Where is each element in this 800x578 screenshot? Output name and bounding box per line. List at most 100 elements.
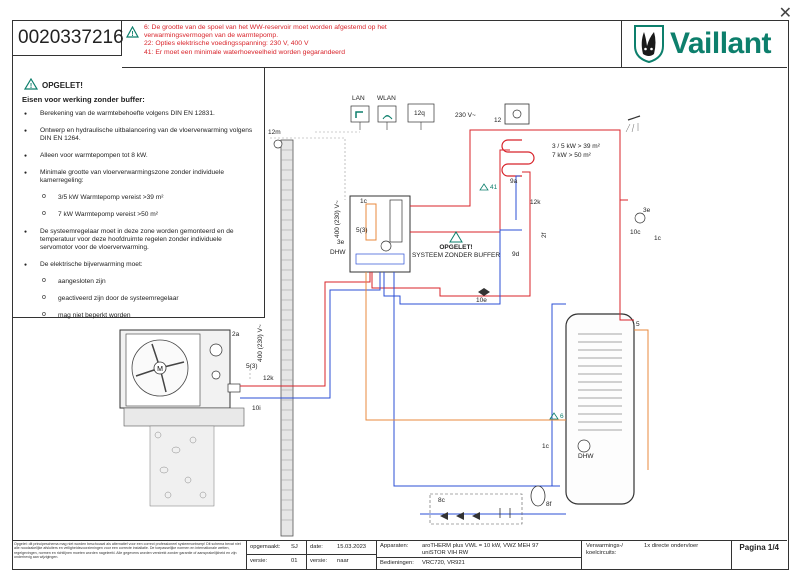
warning-note-22: 22: Opties elektrische voedingsspanning:…: [144, 40, 309, 48]
building-wall: [280, 139, 294, 537]
9d-label: 9d: [512, 251, 520, 258]
warn-6-label: 6: [560, 413, 564, 420]
circuits-label-2: koelcircuits:: [586, 550, 617, 556]
version-value: 01: [291, 558, 298, 564]
dhw-tank-label: DHW: [578, 453, 594, 460]
12-label: 12: [494, 117, 502, 124]
disclaimer: Opgelet: dit principeschema mag niet wor…: [14, 542, 241, 559]
12m-label: 12m: [268, 129, 281, 136]
list-subitem: 3/5 kW Warmtepomp vereist >39 m²: [18, 193, 254, 202]
author-cell: opgemaakt: SJ versie: 01: [247, 541, 307, 569]
9a-label: 9a: [510, 178, 518, 185]
author-label: opgemaakt:: [250, 544, 281, 550]
devices-cell: Apparaten: aroTHERM plus VWL = 10 kW, VW…: [377, 541, 582, 569]
document-number: 0020337216: [12, 20, 124, 56]
svg-text:M: M: [157, 366, 163, 373]
opgelet-subtitle: SYSTEEM ZONDER BUFFER: [412, 252, 500, 259]
warning-note-6-cont: verwarmingsvermogen van de warmtepomp.: [144, 32, 279, 40]
3e-right-label: 3e: [643, 207, 651, 214]
devices-label: Apparaten:: [380, 543, 409, 549]
list-subitem: geactiveerd zijn door de systeemregelaar: [18, 294, 254, 303]
warn-41-label: 41: [490, 184, 498, 191]
10i-label: 10i: [252, 405, 261, 412]
warning-notes: 6: De grootte van de spoel van het WW-re…: [144, 24, 387, 57]
indoor-hydraulic-station: [349, 195, 411, 273]
5-label: 5: [636, 321, 640, 328]
53-unit-label: 5(3): [246, 363, 258, 370]
1c-label: 1c: [360, 198, 368, 205]
page-cell: Pagina 1/4: [732, 541, 787, 569]
date-value: 15.03.2023: [337, 544, 367, 550]
10c-label: 10c: [630, 229, 641, 236]
devices-value-1: aroTHERM plus VWL = 10 kW, VWZ MEH 97: [422, 543, 539, 549]
12k-unit-label: 12k: [263, 375, 274, 382]
panel-subtitle: Eisen voor werking zonder buffer:: [22, 95, 145, 104]
10e-label: 10e: [476, 297, 487, 304]
status-label: versie:: [310, 558, 328, 564]
1c-tank-label: 1c: [542, 443, 550, 450]
warning-triangle-icon: !: [24, 78, 38, 90]
date-cell: date: 15.03.2023 versie: naar: [307, 541, 377, 569]
8f-label: 8f: [546, 501, 552, 508]
flow-pipes: [240, 129, 634, 387]
close-icon[interactable]: ✕: [778, 5, 792, 22]
circuits-label: Verwarmings-/: [586, 543, 624, 549]
panel-title: OPGELET!: [42, 81, 83, 90]
author-value: SJ: [291, 544, 298, 550]
ground-foundation: [123, 407, 245, 507]
53-label: 5(3): [356, 227, 368, 234]
brand-logo: Vaillant: [622, 20, 787, 68]
page-number: Pagina 1/4: [739, 543, 779, 552]
list-item: De systeemregelaar moet in deze zone wor…: [18, 228, 254, 252]
sensor-12m: [273, 139, 283, 149]
brand-name: Vaillant: [670, 27, 772, 60]
date-label: date:: [310, 544, 323, 550]
list-subitem: aangesloten zijn: [18, 277, 254, 286]
list-subitem: mag niet beperkt worden: [18, 311, 254, 320]
circuits-value: 1x directe ondervloer: [644, 543, 699, 549]
dhw-label: DHW: [330, 249, 346, 256]
svg-text:!: !: [30, 83, 32, 90]
power-400-top-label: 400 (230) V~: [334, 200, 341, 238]
title-block: Opgelet: dit principeschema mag niet wor…: [12, 540, 787, 569]
lan-label: LAN: [352, 95, 365, 102]
outdoor-heat-pump: M: [119, 329, 241, 409]
warning-note-6: 6: De grootte van de spoel van het WW-re…: [144, 24, 387, 31]
safety-group: [429, 493, 523, 525]
warning-header: ! 6: De grootte van de spoel van het WW-…: [122, 20, 622, 68]
1c-right-label: 1c: [654, 235, 662, 242]
zone-text-1: 3 / 5 kW > 39 m²: [552, 143, 601, 150]
network-devices: [350, 103, 530, 130]
3e-label: 3e: [337, 239, 345, 246]
list-item: Alleen voor warmtepompen tot 8 kW.: [18, 152, 254, 160]
dhw-pipes: [365, 272, 649, 470]
wlan-label: WLAN: [377, 95, 396, 102]
mixer-10c: [634, 212, 646, 224]
status-value: naar: [337, 558, 349, 564]
dhw-storage-tank: [565, 313, 635, 505]
circuits-cell: Verwarmings-/ koelcircuits: 1x directe o…: [582, 541, 732, 569]
list-item: De elektrische bijverwarming moet:: [18, 261, 254, 269]
svg-text:!: !: [131, 31, 133, 38]
power-230-label: 230 V~: [455, 112, 476, 119]
warning-triangle-icon: !: [126, 26, 139, 38]
controls-label: Bedieningen:: [380, 560, 414, 566]
list-item: Berekening van de warmtebehoefte volgens…: [18, 110, 254, 118]
hare-logo-icon: [634, 25, 664, 64]
12k-label: 12k: [530, 199, 541, 206]
disclaimer-cell: Opgelet: dit principeschema mag niet wor…: [12, 541, 247, 569]
list-subitem: 7 kW Warmtepomp vereist >50 m²: [18, 210, 254, 219]
2f-label: 2f: [541, 232, 548, 238]
list-item: Ontwerp en hydraulische uitbalancering v…: [18, 127, 254, 143]
warning-triangle-icon: [449, 183, 559, 420]
requirements-panel: ! OPGELET! Eisen voor werking zonder buf…: [12, 68, 265, 319]
2a-label: 2a: [232, 331, 240, 338]
list-item: Minimale grootte van vloerverwarmingszon…: [18, 169, 254, 185]
requirements-list: Berekening van de warmtebehoefte volgens…: [18, 110, 254, 329]
valve-10e: [478, 288, 490, 296]
signal-lines: [249, 131, 360, 380]
opgelet-title: OPGELET!: [439, 244, 472, 251]
version-label: versie:: [250, 558, 268, 564]
expansion-vessel: [530, 485, 546, 507]
